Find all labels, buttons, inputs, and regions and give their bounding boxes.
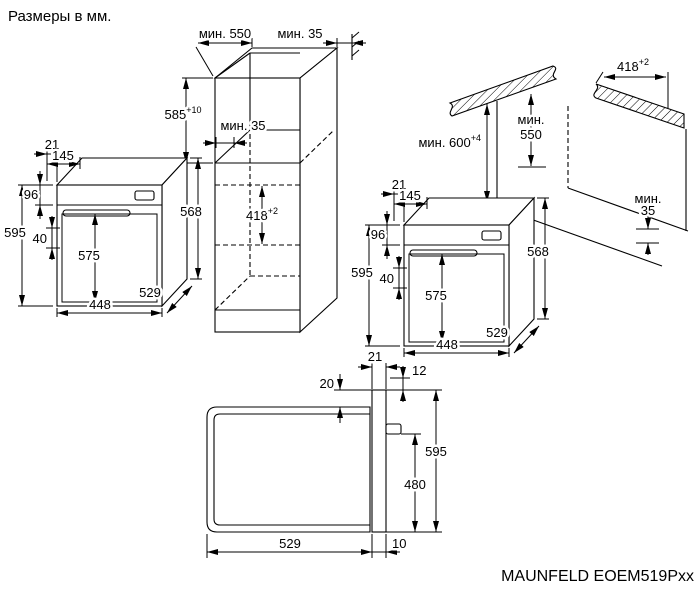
dim-oven-width-label: 448 [89,297,111,312]
dim-panel-height-label: 96 [24,187,38,202]
page-title: Размеры в мм. [8,8,111,25]
dim-front-clearance: 12 [390,361,429,402]
dim-oven-height: 595 [2,184,53,307]
dim-panel-depth: 145 [47,146,81,169]
oven-side-door [371,389,387,533]
dim-top-clearance: 20 [317,374,343,423]
dim-cabinet-depth-min-label: мин. 550 [199,26,251,41]
oven-door [61,213,158,303]
dim-niche-height-min-label: мин. 600+4 [418,133,481,150]
dim-top-clearance-label: 20 [320,376,334,391]
oven-side-body [206,389,402,533]
worktop-cut [448,65,558,117]
dim-depth-min-label-2: 550 [520,127,542,142]
side-wall-cut [593,83,685,129]
oven-side-handle [385,423,402,435]
dim-inner-gap-min-label: мин. 35 [220,118,265,133]
dim-oven-width: 448 [56,295,163,317]
dim-niche-height: 585+10 [162,77,213,164]
dim-top-back-gap: мин. 35 [275,24,366,47]
dim-cabinet-depth-min: мин. 550 [195,24,254,77]
dim-body-height-label: 568 [180,204,202,219]
dim-handle-clearance-label: 40 [33,231,47,246]
oven-body [55,156,189,308]
dim-oven-depth-label: 529 [139,285,161,300]
dim-body-height: 568 [178,157,204,280]
side-view-diagram: 21 12 20 595 480 [206,347,449,558]
dim-niche-height-min: мин. 600+4 [416,104,490,202]
oven-diagram-right [351,177,549,357]
dim-oven-depth: 529 [137,283,193,314]
model-label: MAUNFELD EOEM519Pxx [501,568,694,585]
oven-display [134,190,155,201]
tall-cabinet-diagram: мин. 550 мин. 35 585+10 мин. 35 418+2 [162,24,366,334]
dim-lower-niche-height-label: 418+2 [246,206,278,223]
wall-section [351,31,360,60]
dim-depth-min: мин. 550 [515,94,547,166]
oven-diagram-left: 595 96 21 145 40 [2,135,204,317]
dim-panel-height: 96 [21,171,53,219]
dim-front-offset-label: 21 [45,137,59,152]
dim-niche-height-label: 585+10 [165,105,202,122]
dim-side-height: 595 [386,389,449,533]
dim-back-gap-min: мин. 35 [632,189,664,255]
dim-side-depth-label: 529 [279,536,301,551]
dim-niche-width: 418+2 [595,55,669,108]
dim-door-thickness-label: 21 [368,349,382,364]
dim-inner-gap-min: мин. 35 [203,116,268,148]
dim-bottom-clearance-label: 10 [392,536,406,551]
dim-back-gap-min-label-1: мин. [635,191,662,206]
cabinet-body [213,46,339,334]
dim-lower-niche-height: 418+2 [244,186,280,244]
dim-niche-width-label: 418+2 [617,57,649,74]
dim-door-thickness: 21 [358,347,400,389]
dim-lower-height-label: 480 [404,477,426,492]
dim-lower-height: 480 [401,433,428,532]
dim-panel-depth-label: 145 [52,148,74,163]
dim-side-depth: 529 10 [206,534,409,558]
dim-door-height: 575 [76,214,102,302]
dim-handle-clearance: 40 [30,216,60,260]
dim-front-clearance-label: 12 [412,363,426,378]
dim-back-gap-min-label-2: 35 [641,203,655,218]
dim-side-height-label: 595 [425,444,447,459]
dim-top-back-gap-label: мин. 35 [277,26,322,41]
dim-door-height-label: 575 [78,248,100,263]
dim-oven-height-label: 595 [4,225,26,240]
dim-depth-min-label-1: мин. [518,112,545,127]
